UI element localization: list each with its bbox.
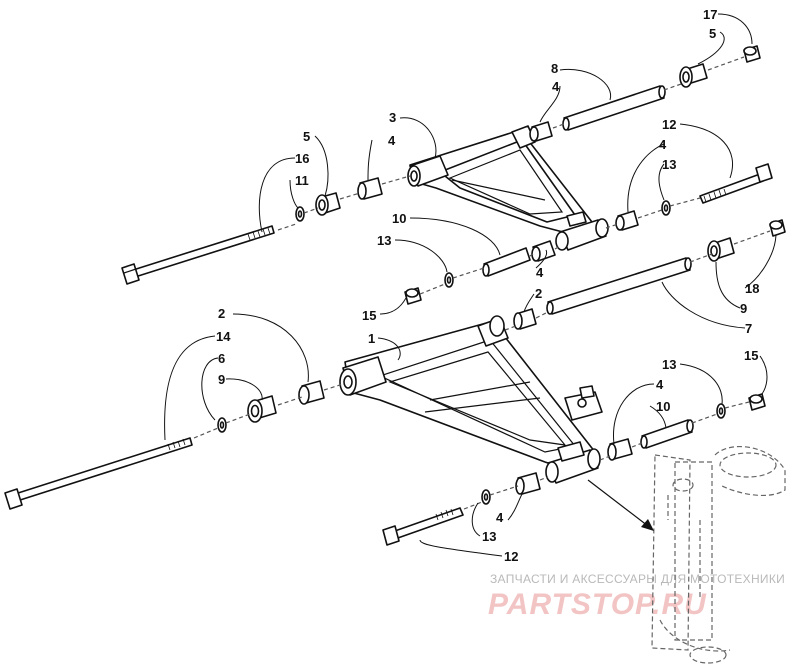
callout-4-bottom: 4 bbox=[496, 510, 504, 525]
callout-14: 14 bbox=[216, 329, 231, 344]
callout-7: 7 bbox=[745, 321, 752, 336]
callout-4-top: 4 bbox=[552, 79, 560, 94]
callout-18: 18 bbox=[745, 281, 759, 296]
callout-3: 3 bbox=[389, 110, 396, 125]
callout-10-upper: 10 bbox=[392, 211, 406, 226]
callout-13-lower-right: 13 bbox=[662, 357, 676, 372]
callout-2-left: 2 bbox=[218, 306, 225, 321]
callout-labels: 17 5 8 4 3 4 5 16 11 12 4 13 10 13 4 15 … bbox=[216, 7, 759, 564]
callout-15-lower-right: 15 bbox=[744, 348, 758, 363]
callout-5-left: 5 bbox=[303, 129, 310, 144]
callout-4-mid: 4 bbox=[536, 265, 544, 280]
callout-10-lower: 10 bbox=[656, 399, 670, 414]
callout-4-upper-right: 4 bbox=[659, 137, 667, 152]
callout-12-bottom: 12 bbox=[504, 549, 518, 564]
upper-hardware bbox=[121, 45, 773, 305]
callout-1: 1 bbox=[368, 331, 375, 346]
callout-2-mid: 2 bbox=[535, 286, 542, 301]
callout-6: 6 bbox=[218, 351, 225, 366]
watermark: ЗАПЧАСТИ И АКСЕССУАРЫ ДЛЯ МОТОТЕХНИКИ PA… bbox=[488, 572, 785, 621]
callout-17: 17 bbox=[703, 7, 717, 22]
callout-15-mid: 15 bbox=[362, 308, 376, 323]
watermark-caption: ЗАПЧАСТИ И АКСЕССУАРЫ ДЛЯ МОТОТЕХНИКИ bbox=[490, 572, 785, 586]
watermark-logo: PARTSTOP.RU bbox=[488, 588, 707, 621]
callout-13-upper-right: 13 bbox=[662, 157, 676, 172]
callout-16: 16 bbox=[295, 151, 309, 166]
callout-13-upper-mid: 13 bbox=[377, 233, 391, 248]
callout-11: 11 bbox=[295, 173, 309, 188]
callout-13-bottom: 13 bbox=[482, 529, 496, 544]
callout-4-lower-right: 4 bbox=[656, 377, 664, 392]
callout-9-right: 9 bbox=[740, 301, 747, 316]
lower-hardware bbox=[4, 219, 786, 546]
callout-5-top: 5 bbox=[709, 26, 716, 41]
leader-lines bbox=[164, 13, 777, 557]
lower-a-arm bbox=[339, 315, 603, 484]
callout-9-left: 9 bbox=[218, 372, 225, 387]
shock-absorber-reference bbox=[587, 446, 786, 664]
callout-12-upper: 12 bbox=[662, 117, 676, 132]
callout-4-upper-left: 4 bbox=[388, 133, 396, 148]
upper-a-arm bbox=[407, 125, 609, 251]
callout-8: 8 bbox=[551, 61, 558, 76]
